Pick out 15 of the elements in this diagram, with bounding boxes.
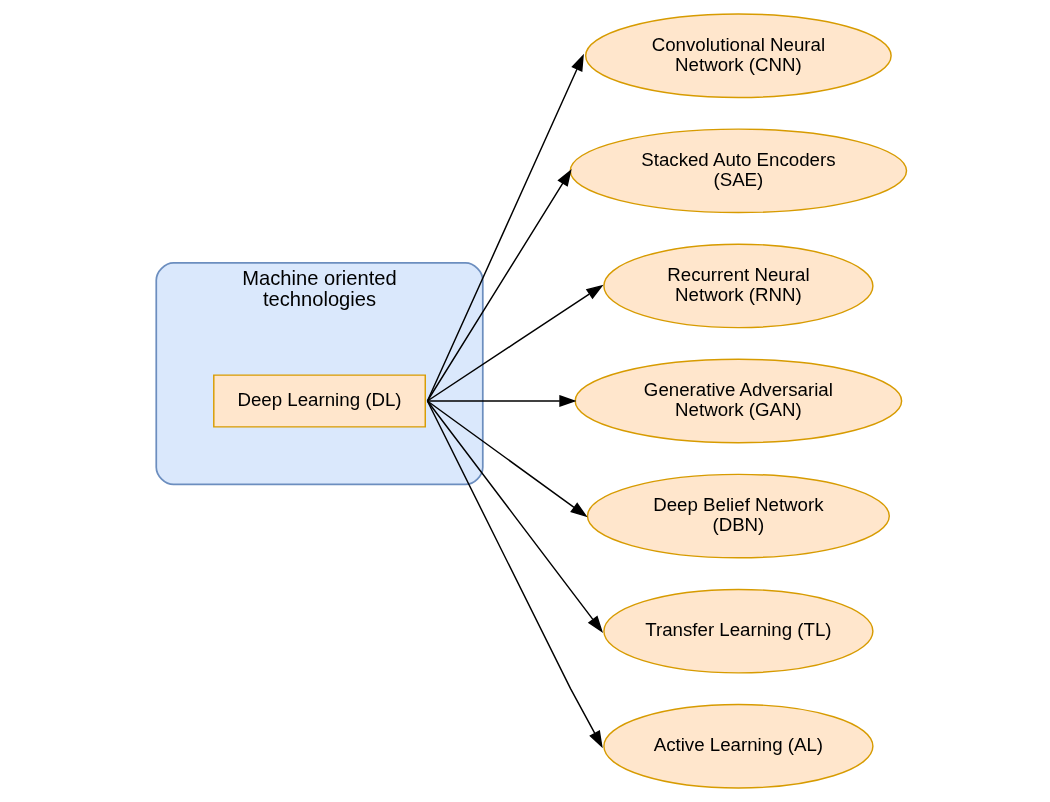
arrow [426,400,603,749]
node-box: Deep Learning (DL) [212,374,426,428]
node-ellipse: Active Learning (AL) [602,703,874,789]
node-ellipse: Stacked Auto Encoders (SAE) [569,128,907,214]
node-ellipse: Recurrent Neural Network (RNN) [602,243,874,329]
node-ellipse: Convolutional Neural Network (CNN) [584,13,892,99]
arrow [426,400,588,518]
node-ellipse: Transfer Learning (TL) [602,588,874,674]
node-ellipse: Deep Belief Network (DBN) [586,473,890,559]
arrow [426,400,603,633]
arrow [426,394,577,408]
arrow [426,53,584,402]
arrow [426,284,604,402]
node-ellipse: Generative Adversarial Network (GAN) [573,358,902,444]
arrow [426,169,572,402]
